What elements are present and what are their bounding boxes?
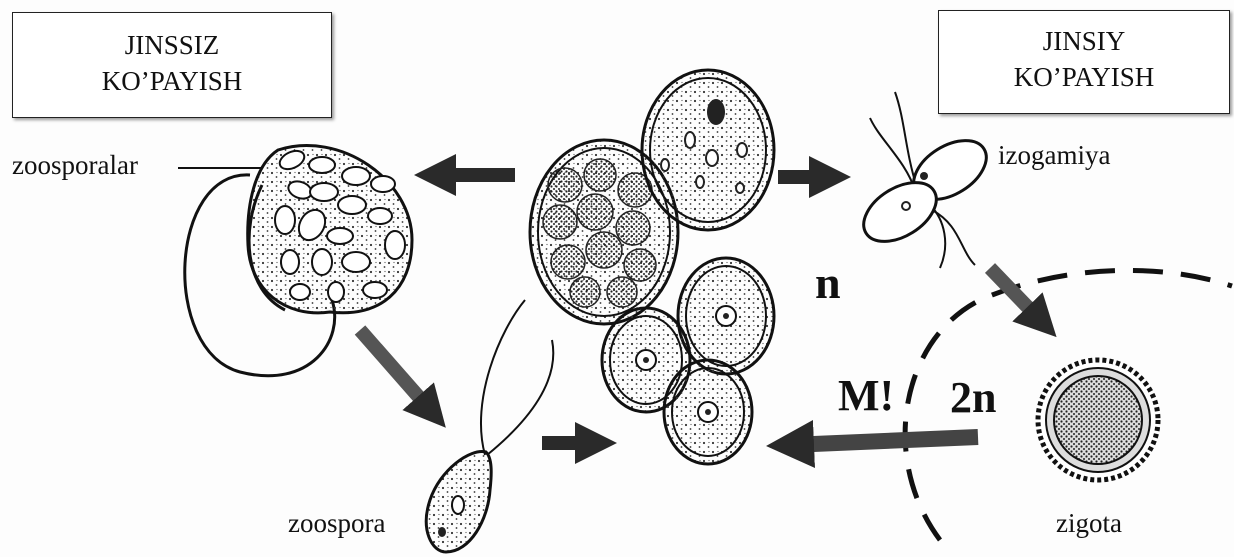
asexual-line-2: KO’PAYISH bbox=[13, 63, 331, 99]
asexual-line-1: JINSSIZ bbox=[13, 27, 331, 63]
label-zoospora: zoospora bbox=[288, 508, 385, 539]
sexual-line-2: KO’PAYISH bbox=[939, 59, 1229, 95]
isogamete-pair bbox=[853, 92, 996, 268]
label-haploid: n bbox=[815, 256, 841, 309]
zygote-cell bbox=[1038, 360, 1158, 480]
sexual-reproduction-box: JINSIY KO’PAYISH bbox=[938, 10, 1230, 114]
label-zigota: zigota bbox=[1056, 508, 1122, 539]
arrow-to-zoospora bbox=[360, 330, 432, 412]
sexual-line-1: JINSIY bbox=[939, 23, 1229, 59]
label-izogamiya: izogamiya bbox=[998, 140, 1110, 171]
label-diploid: 2n bbox=[950, 372, 996, 423]
label-meiosis: M! bbox=[838, 370, 894, 421]
label-zoosporalar: zoosporalar bbox=[12, 150, 138, 181]
asexual-reproduction-box: JINSSIZ KO’PAYISH bbox=[12, 12, 332, 118]
zoospora-cell bbox=[426, 300, 553, 552]
vegetative-cell-top bbox=[642, 70, 774, 230]
arrow-zygote-to-cells bbox=[790, 437, 978, 445]
mother-cell-cluster bbox=[530, 70, 774, 464]
